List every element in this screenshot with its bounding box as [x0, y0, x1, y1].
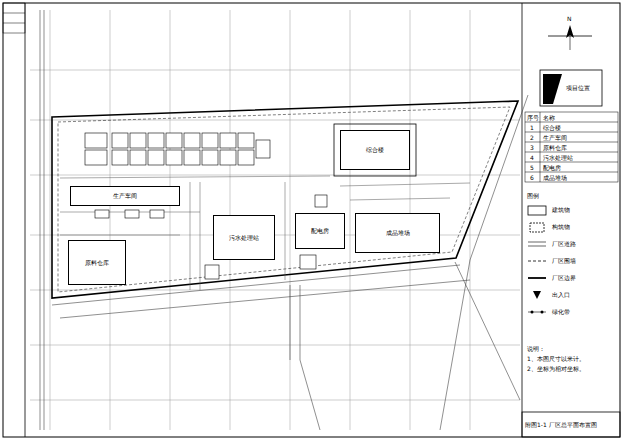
- legend-sample: [528, 278, 546, 279]
- title-block: [522, 412, 620, 437]
- site-boundary: [52, 101, 518, 298]
- building-box: 生产车间: [70, 186, 180, 206]
- legend-sample: [528, 311, 546, 314]
- location-label: 项目位置: [566, 84, 590, 91]
- table-cell: 综合楼: [543, 124, 561, 131]
- notes-heading: 说明：: [527, 345, 545, 352]
- table-cell: 原料仓库: [543, 144, 567, 151]
- table-cell: 4: [530, 154, 534, 161]
- compass: [548, 25, 592, 50]
- sheet-frame: [3, 3, 620, 437]
- building-name: 配电房: [311, 227, 329, 234]
- outer-roads: [40, 10, 528, 430]
- table-header: 序号: [527, 114, 539, 121]
- legend-sample: [533, 291, 541, 299]
- table-cell: 成品堆场: [543, 174, 567, 181]
- table-cell: 2: [530, 134, 534, 141]
- table-cell: 污水处理站: [543, 154, 573, 161]
- legend-text: 厂区围墙: [552, 257, 576, 264]
- legend-text: 出入口: [552, 291, 570, 298]
- legend-sample: [528, 242, 546, 246]
- building-box: 成品堆场: [355, 213, 440, 253]
- north-mark: N: [567, 15, 572, 22]
- location-map: [540, 70, 602, 106]
- building-name: 生产车间: [113, 192, 137, 199]
- note-text: 1、本图尺寸以米计。: [527, 355, 617, 362]
- table-cell: 配电房: [543, 164, 561, 171]
- legend-samples: [528, 206, 546, 314]
- building-outline: [334, 124, 416, 176]
- legend-text: 厂区边界: [552, 274, 576, 281]
- building-name: 污水处理站: [229, 234, 259, 241]
- building-table: [525, 112, 618, 182]
- building-box: 综合楼: [340, 130, 410, 170]
- legend-text: 建筑物: [552, 206, 570, 213]
- table-header: 名称: [543, 114, 555, 121]
- legend-heading: 图例: [527, 192, 539, 199]
- legend-text: 构筑物: [552, 223, 570, 230]
- legend-text: 绿化带: [552, 308, 570, 315]
- legend-text: 厂区道路: [552, 240, 576, 247]
- table-cell: 3: [530, 144, 534, 151]
- table-cell: 生产车间: [543, 134, 567, 141]
- building-box: 配电房: [295, 213, 345, 249]
- legend-sample: [528, 206, 546, 215]
- legend-sample: [530, 223, 544, 232]
- inner-roads: [60, 176, 470, 290]
- building-box: 原料仓库: [68, 240, 126, 285]
- site-wall: [58, 107, 510, 292]
- table-cell: 6: [530, 174, 534, 181]
- note-text: 2、坐标为相对坐标。: [527, 365, 617, 372]
- building-name: 成品堆场: [386, 229, 410, 236]
- legend-sample: [528, 261, 546, 262]
- table-cell: 1: [530, 124, 534, 131]
- table-cell: 5: [530, 164, 534, 171]
- building-box: 污水处理站: [213, 215, 275, 260]
- building-name: 原料仓库: [85, 259, 109, 266]
- building-name: 综合楼: [366, 146, 384, 153]
- drawing-title: 附图1-1 厂区总平面布置图: [525, 421, 597, 428]
- coordinate-grid: [30, 10, 520, 430]
